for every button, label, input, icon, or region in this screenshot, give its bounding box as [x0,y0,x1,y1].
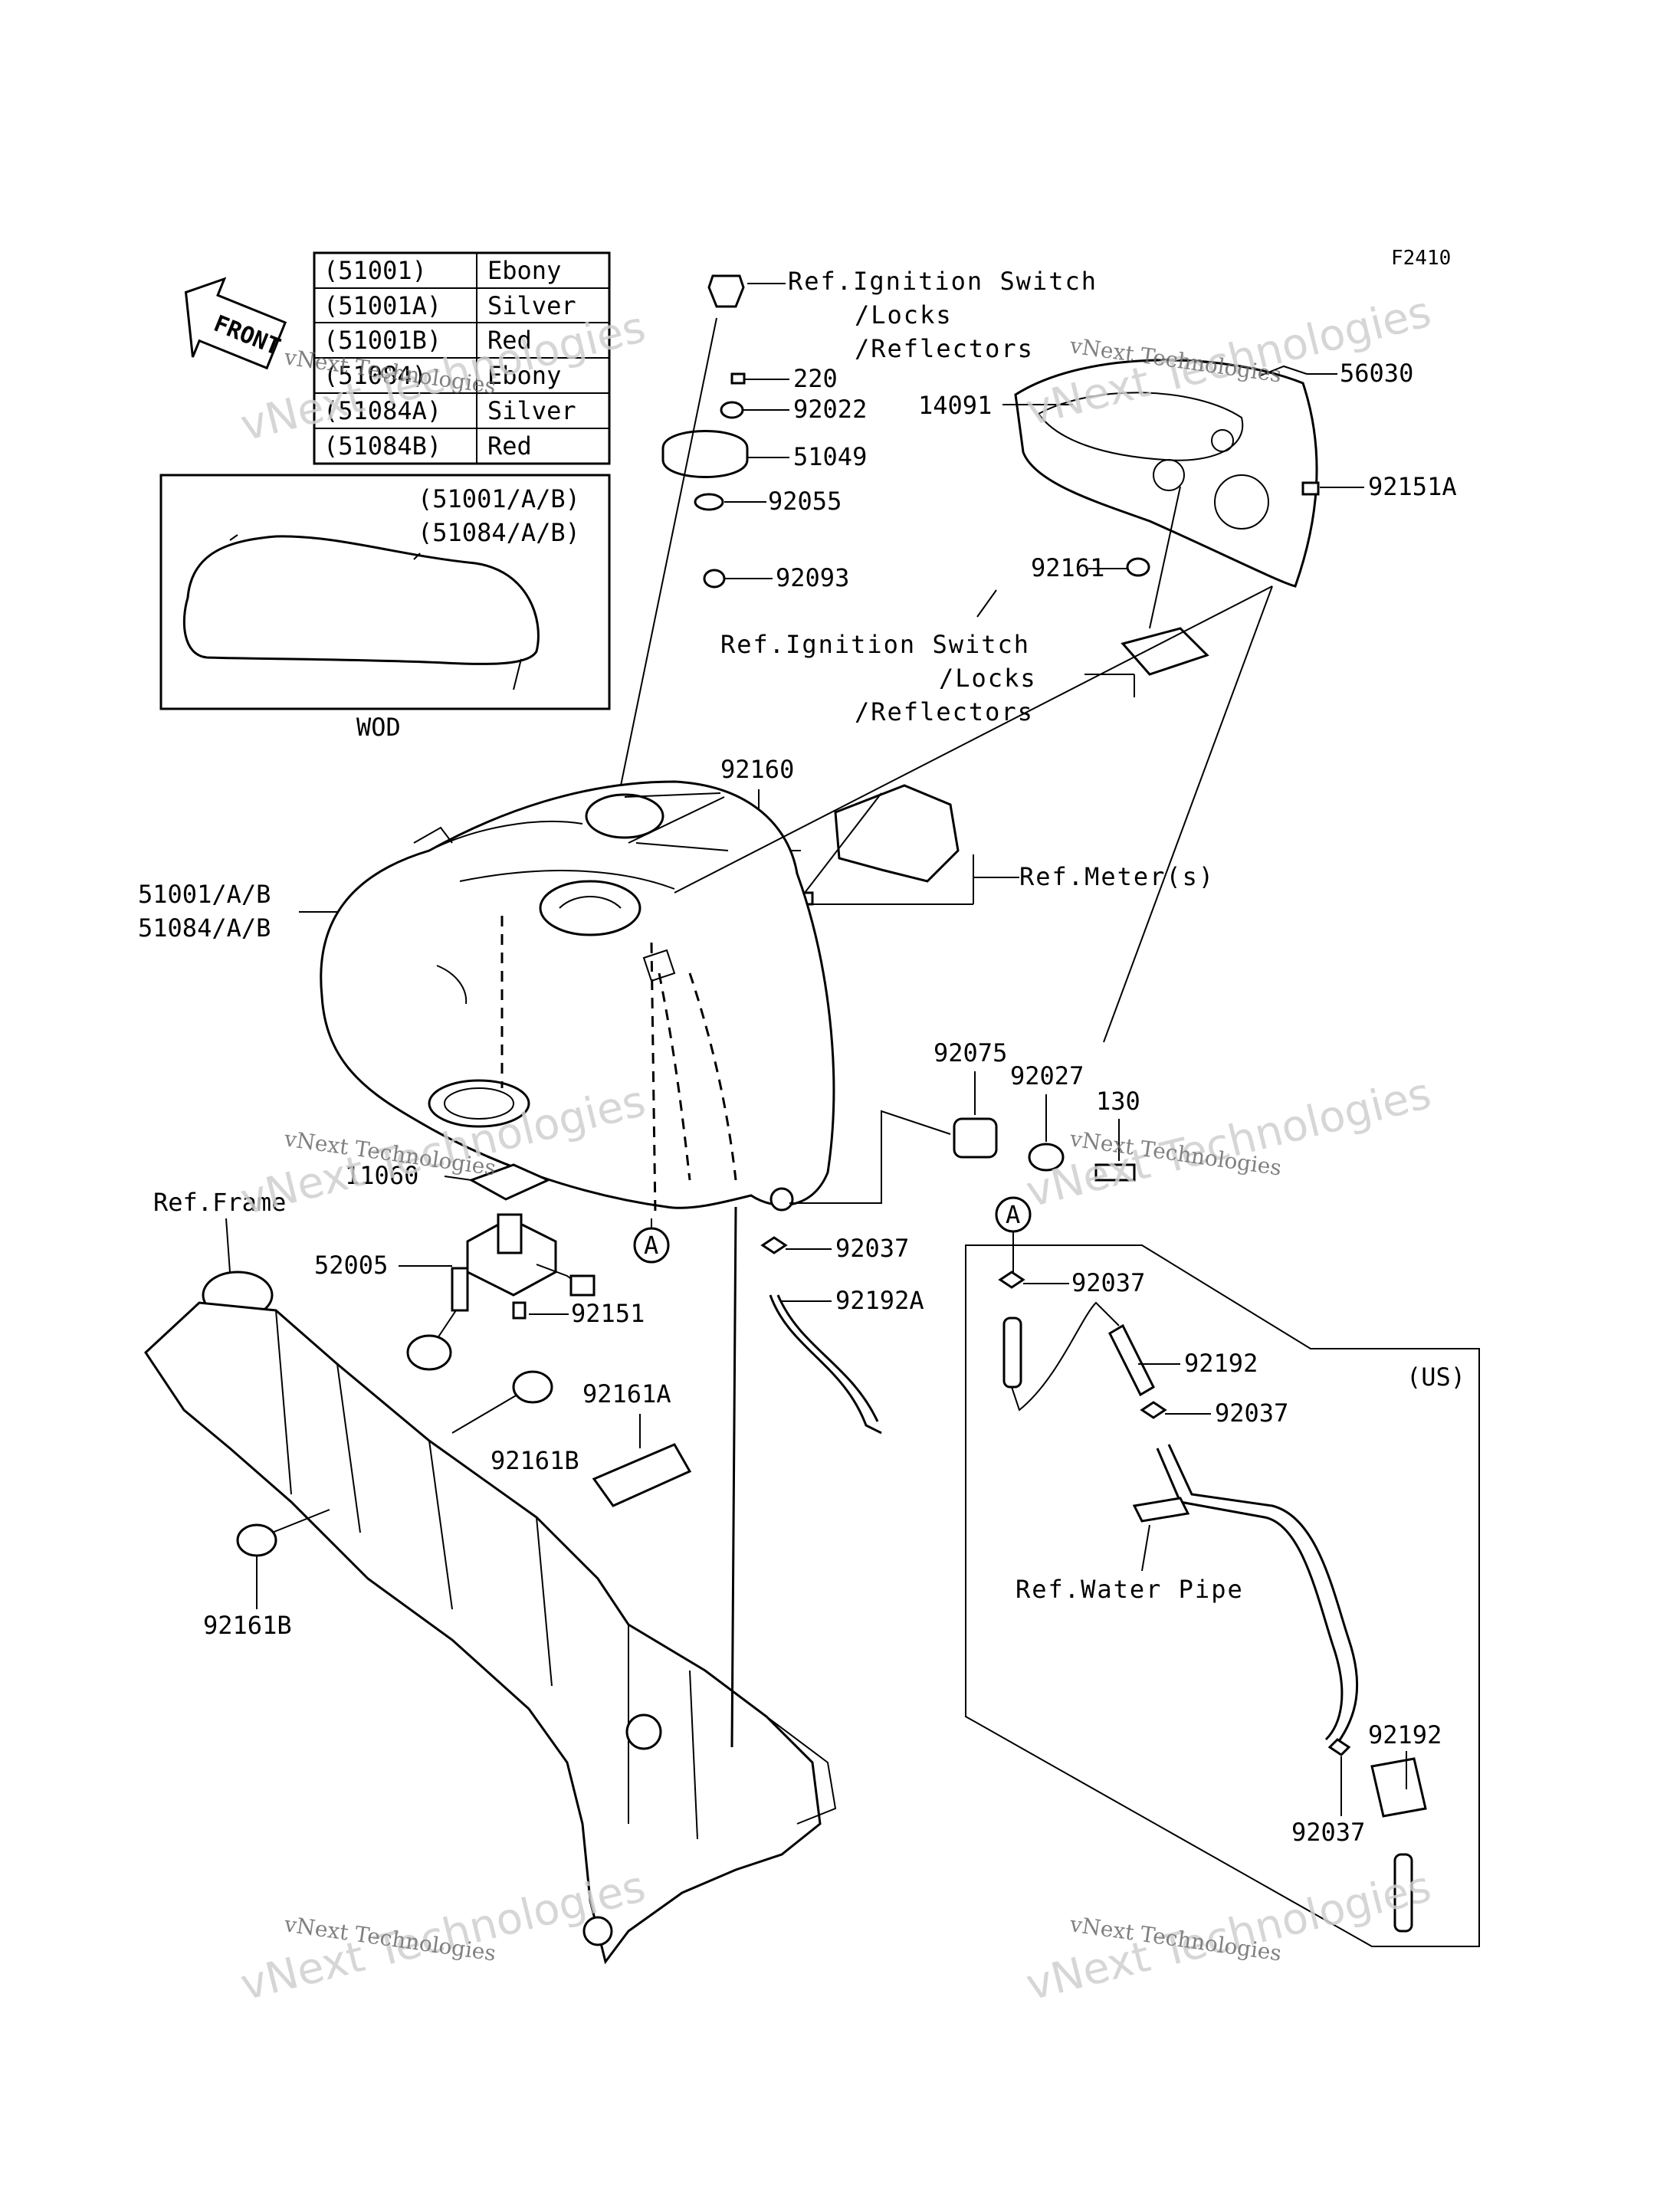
color-table-color: Red [487,431,532,461]
key-cap [707,274,745,308]
decal-inset: (51001/A/B) (51084/A/B) WOD [159,474,611,742]
color-table-code: (51001) [323,256,427,285]
ref-ignition-top: Ref.Ignition Switch /Locks /Reflectors [747,267,1098,363]
part-92037-d: 92037 [1291,1818,1365,1847]
part-92161: 92161 [1031,553,1104,582]
inset-line1: (51001/A/B) [418,484,580,513]
part-92161B-a: 92161B [491,1446,579,1475]
part-92151: 92151 [571,1299,645,1328]
color-table-code: (51001A) [323,291,441,320]
color-table-code: (51084) [323,361,427,390]
diagram-code: F2410 [1391,247,1451,270]
part-11060: 11060 [345,1161,418,1190]
callout-a-tank: A [633,1218,670,1264]
part-92093: 92093 [776,563,849,592]
ref-frame: Ref.Frame [153,1188,286,1217]
us-section: (US) A 92037 92192 92037 Ref.Water Pipe … [965,1196,1480,1947]
part-92037-b: 92037 [1071,1268,1145,1297]
front-arrow-icon: FRONT [184,277,287,370]
color-table-code: (51001B) [323,326,441,355]
fuel-cap [661,430,749,478]
part-56030: 56030 [1340,359,1413,388]
part-52005: 52005 [314,1251,388,1280]
inset-caption: WOD [356,713,401,742]
part-92161B-b: 92161B [203,1611,292,1640]
tank-outline [182,535,540,665]
ref-ignition-top-line3: /Reflectors [855,334,1034,363]
meter-cover: 14091 56030 92151A 92161 [918,359,1457,1043]
frame: Ref.Frame 92161A 92161B 92161B [144,1188,837,1965]
part-92075: 92075 [934,1038,1007,1067]
part-92027: 92027 [1010,1061,1084,1090]
ref-ignition-mid-line1: Ref.Ignition Switch [720,630,1030,659]
color-table-color: Ebony [487,361,561,390]
ref-ignition-mid-line2: /Locks [939,664,1037,693]
part-92160: 92160 [720,755,794,784]
ref-ignition-top-line1: Ref.Ignition Switch [788,267,1098,296]
part-51084: 51084/A/B [138,913,271,943]
color-table-color: Red [487,326,532,355]
color-table: (51001) Ebony (51001A) Silver (51001B) R… [313,251,611,465]
inset-line2: (51084/A/B) [418,518,580,547]
part-92022: 92022 [793,395,867,424]
part-92055: 92055 [768,487,842,516]
part-14091: 14091 [918,391,992,420]
color-table-color: Ebony [487,256,561,285]
part-92192-b: 92192 [1368,1720,1442,1749]
part-92037-c: 92037 [1215,1399,1288,1428]
fuel-tank: 51001/A/B 51084/A/B [138,585,1273,1215]
drain-hose: 92037 92192A [760,1234,924,1435]
part-130: 130 [1096,1087,1140,1116]
part-92151A: 92151A [1368,472,1457,501]
part-51001: 51001/A/B [138,880,271,909]
mount-parts: 92075 92027 130 [789,1038,1140,1204]
part-92192A: 92192A [835,1286,924,1315]
part-92161A: 92161A [582,1379,671,1408]
ref-water-pipe: Ref.Water Pipe [1016,1575,1244,1604]
ref-meter: Ref.Meter(s) [1019,862,1215,891]
color-table-code: (51084B) [323,431,441,461]
ref-ignition-mid-line3: /Reflectors [855,697,1034,726]
color-table-color: Silver [487,396,576,425]
part-51049: 51049 [793,442,867,471]
part-92037-a: 92037 [835,1234,909,1263]
callout-a-us: A [1006,1200,1020,1229]
color-table-code: (51084A) [323,396,441,425]
ref-ignition-top-line2: /Locks [855,300,953,330]
us-label: (US) [1406,1362,1465,1392]
color-table-color: Silver [487,291,576,320]
fuel-cap-parts: 220 92022 51049 92055 92093 [620,274,867,786]
part-92192-a: 92192 [1184,1349,1258,1378]
callout-a-label: A [644,1231,658,1260]
meter-bracket: 92160 Ref.Meter(s) [720,755,1215,906]
part-220: 220 [793,364,838,393]
fuel-pump: 11060 52005 92151 [314,1161,645,1371]
ref-ignition-mid: Ref.Ignition Switch /Locks /Reflectors [720,630,1037,726]
